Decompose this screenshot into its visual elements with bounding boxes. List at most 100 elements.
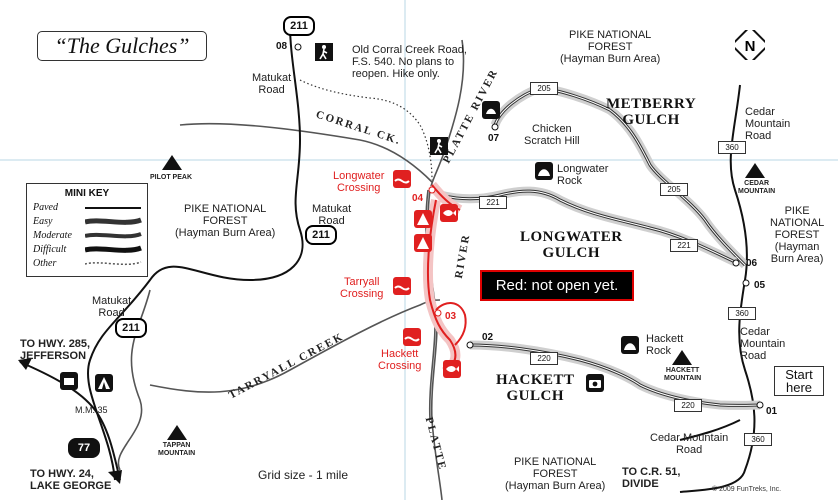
water-crossing-icon-2: [393, 277, 411, 295]
longwater-rock-label: Longwater Rock: [557, 163, 609, 187]
route-360-badge-b: 360: [728, 307, 756, 320]
caution-icon-2: [414, 234, 432, 252]
to-cr51-label: TO C.R. 51, DIVIDE: [622, 466, 681, 490]
hackett-rock-label: Hackett Rock: [646, 333, 684, 357]
paved-roads: [19, 24, 756, 493]
longwater-gulch-label: LONGWATER GULCH: [520, 229, 623, 261]
hackett-gulch-label: HACKETT GULCH: [496, 372, 575, 404]
waypoint-01-dot: [756, 401, 764, 409]
direction-arrows: [18, 358, 122, 484]
tappan-mountain-label: TAPPAN MOUNTAIN: [158, 442, 196, 457]
tarryall-crossing-label: Tarryall Crossing: [340, 276, 384, 300]
grid-size-label: Grid size - 1 mile: [258, 468, 349, 482]
water-crossing-icon-3: [403, 328, 421, 346]
closed-loop-03: [435, 302, 467, 346]
waypoint-05-dot: [742, 279, 750, 287]
waypoint-07-label: 07: [488, 133, 500, 144]
waypoint-02-label: 02: [482, 332, 494, 343]
pike-forest-w-label: PIKE NATIONAL FOREST (Hayman Burn Area): [175, 203, 276, 239]
swatch-other: [85, 261, 142, 266]
matukat-road: [87, 24, 304, 481]
mini-key-easy: Easy: [33, 216, 53, 227]
water-crossing-icon: [393, 170, 411, 188]
mini-key-swatches: [85, 207, 142, 266]
waypoint-08-dot: [294, 43, 302, 51]
cedar-road-s-label: Cedar Mountain Road: [650, 432, 729, 456]
route-205-badge-mid: 205: [660, 183, 688, 196]
start-here-label: Start here: [774, 366, 824, 396]
arrow-to-24: [108, 470, 122, 484]
rock-icon: [535, 162, 553, 180]
cedar-road-n-label: Cedar Mountain Road: [745, 106, 791, 142]
closed-note: Red: not open yet.: [480, 270, 634, 301]
metberry-gulch-label: METBERRY GULCH: [606, 96, 697, 128]
pilot-peak-label: PILOT PEAK: [150, 174, 193, 181]
pike-forest-e-label: PIKE NATIONAL FOREST (Hayman Burn Area): [770, 205, 825, 265]
old-corral-creek-hike-trail: [299, 79, 433, 181]
corral-creek: [179, 122, 433, 183]
waypoint-01-label: 01: [766, 406, 778, 417]
rock-icon-2: [621, 336, 639, 354]
waypoint-08-label: 08: [276, 41, 288, 52]
route-211-shield-mid: 211: [305, 225, 337, 245]
swatch-difficult: [85, 245, 142, 253]
start-here-text: Start here: [785, 367, 813, 395]
hackett-mountain-label: HACKETT MOUNTAIN: [664, 367, 702, 382]
hackett-mountain-mountain-icon: [672, 350, 692, 365]
route-360-badge-c: 360: [744, 433, 772, 446]
hackett-crossing-label: Hackett Crossing: [378, 348, 422, 372]
route-205-badge-top: 205: [530, 82, 558, 95]
mile-marker-label: M.M. 35: [75, 405, 108, 415]
mini-key-other: Other: [33, 258, 57, 269]
campground-icon: [95, 374, 113, 392]
cedar-mountain-label: CEDAR MOUNTAIN: [738, 180, 776, 195]
route-360-badge-a: 360: [718, 141, 746, 154]
route-211-shield-top: 211: [283, 16, 315, 36]
route-220-badge-b: 220: [674, 399, 702, 412]
road-220-inner: [469, 344, 761, 406]
swatch-easy: [85, 217, 142, 225]
cedar-mountain-road: [679, 84, 756, 493]
longwater-crossing-label: Longwater Crossing: [333, 170, 385, 194]
old-corral-road-label: Old Corral Creek Road, F.S. 540. No plan…: [352, 44, 467, 80]
waypoint-06-dot: [732, 259, 740, 267]
waypoint-06-label: 06: [746, 258, 758, 269]
svg-text:N: N: [745, 38, 756, 55]
map-title: “The Gulches”: [37, 31, 207, 61]
tarryall-creek: [149, 299, 441, 393]
waypoint-dots: [294, 43, 764, 409]
arrow-to-285: [18, 358, 32, 370]
mountain-markers: [162, 155, 765, 440]
matukat-road-label-2: Matukat Road: [312, 203, 352, 227]
fish-icon: [440, 204, 458, 222]
waypoint-04-label: 04: [412, 193, 424, 204]
swatch-moderate: [85, 232, 142, 239]
hiker-icon-2: [430, 137, 448, 155]
mini-key-moderate: Moderate: [33, 230, 72, 241]
trailhead-icon: [60, 372, 78, 390]
viewpoint-icon: [482, 101, 500, 119]
pike-forest-ne-label: PIKE NATIONAL FOREST (Hayman Burn Area): [560, 29, 661, 65]
waypoint-03-label: 03: [445, 311, 457, 322]
chicken-scratch-label: Chicken Scratch Hill: [524, 123, 580, 147]
copyright: © 2009 FunTreks, Inc.: [712, 486, 782, 493]
waypoint-07-dot: [491, 123, 499, 131]
route-221-badge-a: 221: [479, 196, 507, 209]
route-211-shield-low: 211: [115, 318, 147, 338]
mini-key-paved: Paved: [33, 202, 58, 213]
waypoint-02-dot: [466, 341, 474, 349]
waypoint-04-dot: [428, 186, 436, 194]
waypoint-05-label: 05: [754, 280, 766, 291]
cedar-mountain-mountain-icon: [745, 163, 765, 178]
mini-key: MINI KEY Paved Easy Moderate Difficult O…: [26, 183, 148, 277]
matukat-road-label-1: Matukat Road: [252, 72, 292, 96]
route-221-badge-b: 221: [670, 239, 698, 252]
to-hwy-285-label: TO HWY. 285, JEFFERSON: [20, 338, 91, 362]
tappan-mountain-mountain-icon: [167, 425, 187, 440]
route-220-badge-a: 220: [530, 352, 558, 365]
to-hwy-24-label: TO HWY. 24, LAKE GEORGE: [30, 468, 112, 492]
cedar-road-mid-label: Cedar Mountain Road: [740, 326, 786, 362]
caution-icon: [414, 210, 432, 228]
mini-key-difficult: Difficult: [33, 244, 67, 255]
